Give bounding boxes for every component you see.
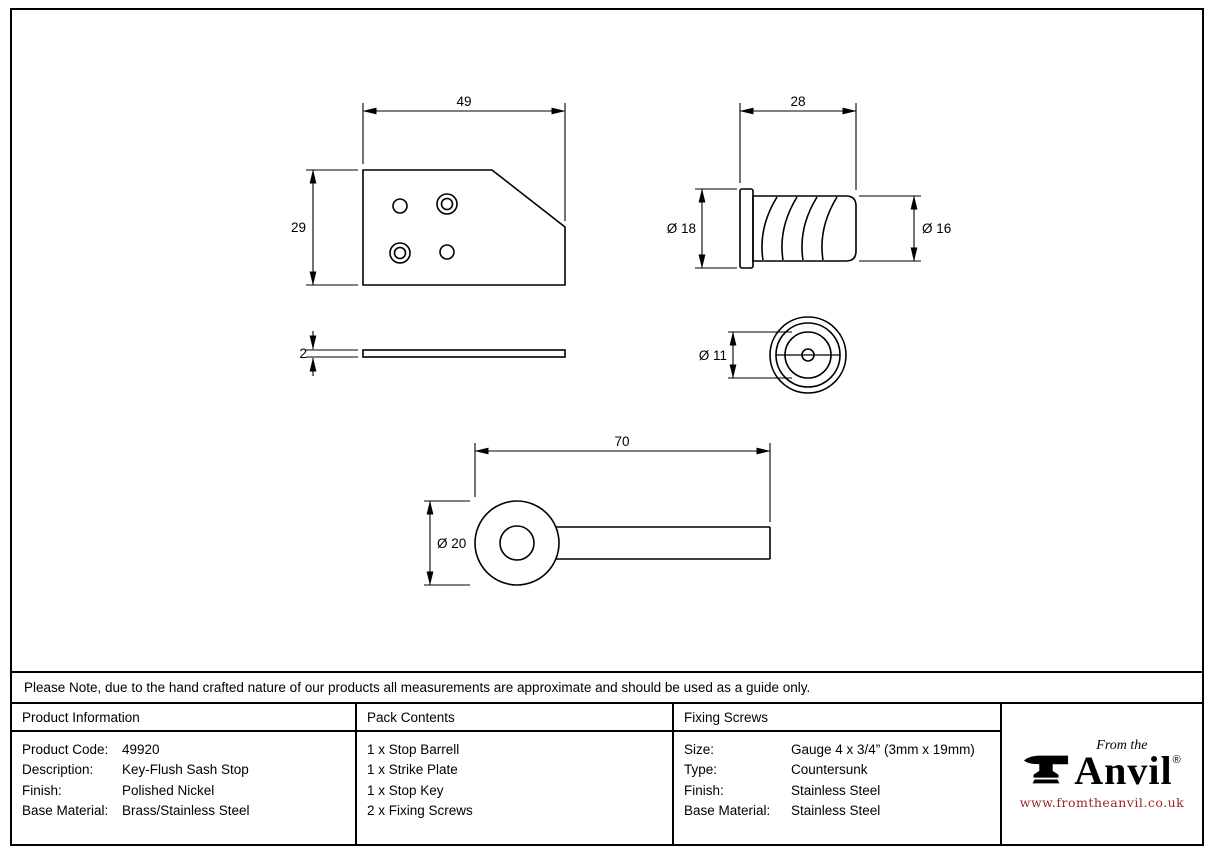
- dim-key-length: 70: [474, 434, 771, 522]
- field-value: Stainless Steel: [791, 782, 881, 798]
- field-value: Key-Flush Sash Stop: [122, 762, 249, 778]
- strike-plate-top-view: [362, 169, 566, 286]
- note-row: Please Note, due to the hand crafted nat…: [12, 671, 1202, 702]
- field-label: Finish:: [684, 782, 724, 798]
- technical-drawing-area: 49 29: [12, 10, 1202, 671]
- pack-item: 2 x Fixing Screws: [367, 803, 473, 819]
- field-value: Countersunk: [791, 762, 868, 778]
- dim-label-plate-height: 29: [291, 220, 306, 235]
- screw-size-row: Size: Gauge 4 x 3/4” (3mm x 19mm): [684, 739, 990, 760]
- dim-label-key-length: 70: [614, 434, 629, 449]
- dim-label-plate-thickness: 2: [299, 346, 307, 361]
- base-material-row: Base Material: Brass/Stainless Steel: [22, 801, 345, 822]
- field-label: Finish:: [22, 782, 62, 798]
- field-label: Base Material:: [684, 803, 771, 819]
- registered-trademark-symbol: ®: [1172, 753, 1181, 766]
- screw-finish-row: Finish: Stainless Steel: [684, 780, 990, 801]
- thread-line: [801, 196, 818, 261]
- dim-label-barrel-flange-dia: Ø 18: [667, 221, 696, 236]
- pack-contents-header: Pack Contents: [357, 704, 672, 732]
- dim-label-barrel-length: 28: [790, 94, 805, 109]
- dim-key-ring-dia: Ø 20: [424, 500, 470, 586]
- plate-countersunk-hole: [436, 193, 458, 215]
- dim-label-barrel-face-dia: Ø 11: [699, 348, 727, 363]
- product-information-column: Product Information Product Code: 49920 …: [12, 704, 357, 844]
- anvil-icon: [1024, 755, 1069, 783]
- field-label: Base Material:: [22, 803, 109, 819]
- description-row: Description: Key-Flush Sash Stop: [22, 760, 345, 781]
- dim-label-key-ring-dia: Ø 20: [437, 536, 466, 551]
- dim-label-barrel-body-dia: Ø 16: [922, 221, 951, 236]
- dim-plate-height: 29: [291, 169, 358, 286]
- pack-contents-column: Pack Contents 1 x Stop Barrell 1 x Strik…: [357, 704, 674, 844]
- brand-logo: From the Anvil ®: [1023, 737, 1181, 793]
- dim-barrel-face-dia: Ø 11: [699, 331, 792, 379]
- screw-base-material-row: Base Material: Stainless Steel: [684, 801, 990, 822]
- plate-hole: [439, 244, 455, 260]
- field-label: Description:: [22, 762, 94, 778]
- technical-drawing: 49 29: [291, 94, 951, 586]
- plate-hole: [392, 198, 408, 214]
- dim-barrel-body-dia: Ø 16: [859, 195, 951, 262]
- stop-barrel-side-view: [739, 188, 857, 269]
- strike-plate-side-view: [362, 349, 566, 358]
- product-code-row: Product Code: 49920: [22, 739, 345, 760]
- stop-key-view: [474, 500, 771, 586]
- thread-line: [761, 196, 778, 261]
- plate-countersunk-hole-inner: [393, 246, 407, 260]
- pack-item: 1 x Stop Key: [367, 782, 444, 798]
- stop-barrel-front-view: [769, 316, 847, 394]
- product-information-header: Product Information: [12, 704, 355, 732]
- thread-line: [781, 196, 798, 261]
- field-value: Polished Nickel: [122, 782, 215, 798]
- field-value: Gauge 4 x 3/4” (3mm x 19mm): [791, 741, 975, 757]
- sheet-frame: 49 29: [10, 8, 1204, 846]
- field-label: Size:: [684, 741, 715, 757]
- logo-from-the-text: From the: [1096, 737, 1148, 753]
- field-label: Product Code:: [22, 741, 109, 757]
- screw-type-row: Type: Countersunk: [684, 760, 990, 781]
- logo-website-url: www.fromtheanvil.co.uk: [1019, 794, 1185, 810]
- dim-barrel-flange-dia: Ø 18: [667, 188, 737, 269]
- pack-item: 1 x Strike Plate: [367, 762, 458, 778]
- fixing-screws-column: Fixing Screws Size: Gauge 4 x 3/4” (3mm …: [674, 704, 1002, 844]
- dim-barrel-length: 28: [739, 94, 857, 190]
- note-text: Please Note, due to the hand crafted nat…: [24, 680, 811, 695]
- spec-table: Product Information Product Code: 49920 …: [12, 702, 1202, 844]
- finish-row: Finish: Polished Nickel: [22, 780, 345, 801]
- logo-anvil-text: Anvil: [1074, 747, 1173, 793]
- field-label: Type:: [684, 762, 718, 778]
- plate-countersunk-hole-inner: [440, 197, 454, 211]
- logo-text-block: From the Anvil ®: [1074, 737, 1181, 793]
- fixing-screws-header: Fixing Screws: [674, 704, 1000, 732]
- plate-countersunk-hole: [389, 242, 411, 264]
- brand-logo-cell: From the Anvil ® www.fromtheanvil.co.uk: [1002, 704, 1202, 844]
- pack-item: 1 x Stop Barrell: [367, 741, 460, 757]
- dim-label-plate-width: 49: [456, 94, 471, 109]
- dim-plate-width: 49: [362, 94, 566, 221]
- field-value: 49920: [122, 741, 160, 757]
- dim-plate-thickness: 2: [299, 331, 358, 376]
- field-value: Stainless Steel: [791, 803, 881, 819]
- thread-line: [821, 196, 838, 261]
- field-value: Brass/Stainless Steel: [122, 803, 250, 819]
